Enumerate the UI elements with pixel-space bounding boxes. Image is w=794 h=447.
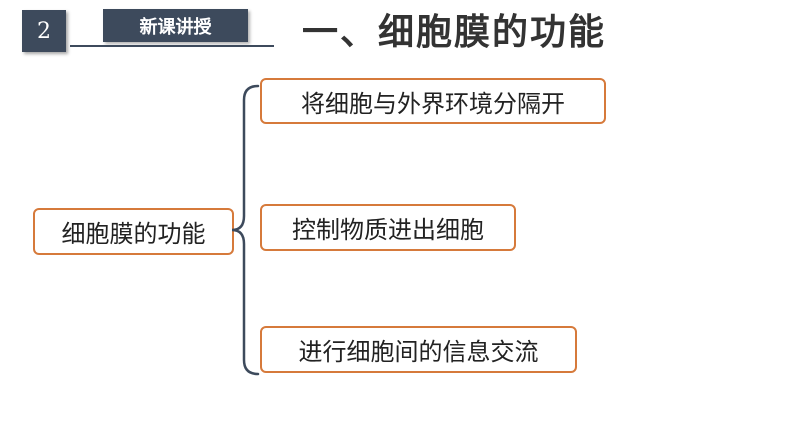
mindmap-child-node: 将细胞与外界环境分隔开 — [260, 78, 606, 124]
header-divider — [70, 45, 274, 47]
mindmap-child-node: 进行细胞间的信息交流 — [260, 326, 577, 373]
section-tag: 新课讲授 — [103, 9, 248, 42]
page-number: 2 — [22, 10, 66, 52]
mindmap-root-label: 细胞膜的功能 — [61, 220, 206, 248]
mindmap-child-label: 进行细胞间的信息交流 — [298, 338, 539, 366]
mindmap-root-node: 细胞膜的功能 — [33, 208, 234, 255]
mindmap-child-label: 控制物质进出细胞 — [292, 216, 484, 244]
curly-brace-connector — [231, 84, 260, 376]
slide-title: 一、细胞膜的功能 — [302, 12, 607, 53]
mindmap-child-label: 将细胞与外界环境分隔开 — [301, 89, 565, 118]
mindmap-child-node: 控制物质进出细胞 — [260, 204, 516, 251]
